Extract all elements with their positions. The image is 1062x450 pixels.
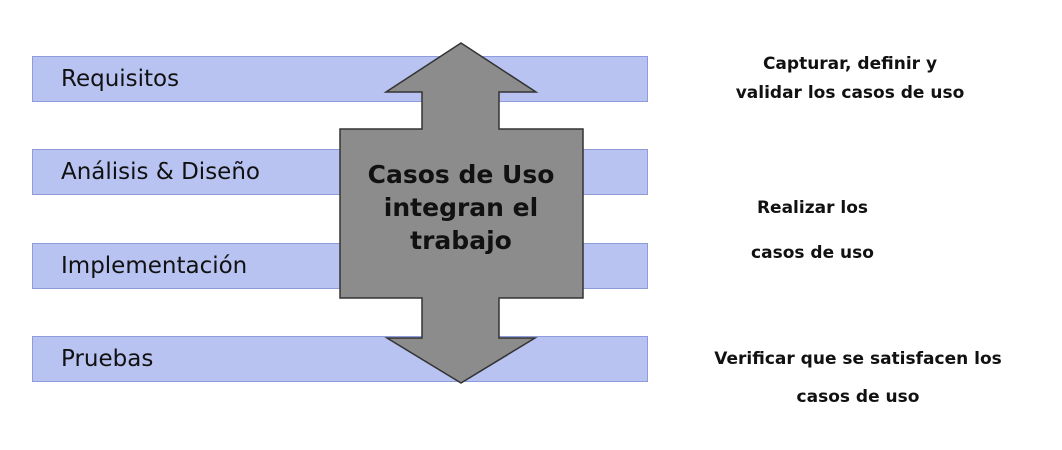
phase-label-pruebas: Pruebas xyxy=(61,346,154,372)
note-pruebas-line-1: Verificar que se satisfacen los xyxy=(714,349,1002,369)
phase-label-analisis-diseno: Análisis & Diseño xyxy=(61,159,260,185)
phase-label-requisitos: Requisitos xyxy=(61,66,180,92)
arrow-caption: Casos de Uso integran el trabajo xyxy=(340,158,582,257)
note-analisis-implementacion: Realizar los casos de uso xyxy=(650,186,975,276)
note-pruebas-line-2: casos de uso xyxy=(796,387,920,407)
phase-band-requisitos: Requisitos xyxy=(32,56,648,102)
note-pruebas: Verificar que se satisfacen los casos de… xyxy=(672,340,1044,416)
arrow-caption-line-2: integran el xyxy=(383,193,539,222)
note-requisitos: Capturar, definir y validar los casos de… xyxy=(650,50,1050,108)
note-realizar-line-2: casos de uso xyxy=(751,243,874,263)
note-requisitos-line-2: validar los casos de uso xyxy=(735,83,965,103)
arrow-caption-line-1: Casos de Uso xyxy=(367,160,555,189)
note-requisitos-line-1: Capturar, definir y xyxy=(762,54,938,74)
phase-label-implementacion: Implementación xyxy=(61,253,248,279)
phase-band-pruebas: Pruebas xyxy=(32,336,648,382)
note-realizar-line-1: Realizar los xyxy=(756,198,869,218)
double-headed-arrow xyxy=(339,42,584,384)
arrow-caption-line-3: trabajo xyxy=(410,226,512,255)
